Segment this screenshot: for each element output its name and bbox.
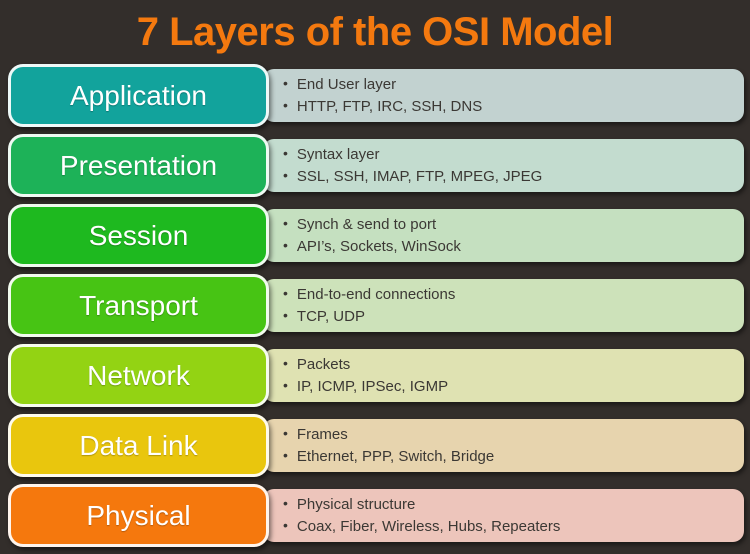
bullet-line: • Packets	[283, 355, 744, 374]
bullet-icon: •	[283, 425, 288, 441]
bullet-text: TCP, UDP	[296, 308, 365, 325]
page-title: 7 Layers of the OSI Model	[136, 9, 614, 54]
bullet-line: • End User layer	[283, 75, 744, 94]
layer-name: Session	[88, 219, 189, 251]
bullet-line: • TCP, UDP	[283, 307, 744, 326]
layer-detail-panel: • Syntax layer • SSL, SSH, IMAP, FTP, MP…	[263, 139, 744, 192]
bullet-text: Syntax layer	[296, 146, 380, 163]
bullet-line: • HTTP, FTP, IRC, SSH, DNS	[283, 97, 744, 116]
layer-detail-panel: • Packets • IP, ICMP, IPSec, IGMP	[263, 349, 744, 402]
bullet-line: • Synch & send to port	[283, 215, 744, 234]
bullet-text: Ethernet, PPP, Switch, Bridge	[296, 448, 495, 465]
bullet-text: End User layer	[296, 76, 397, 93]
layer-row-physical: Physical • Physical structure • Coax, Fi…	[0, 484, 750, 547]
layer-button-data-link: Data Link	[8, 414, 269, 477]
bullet-line: • Ethernet, PPP, Switch, Bridge	[283, 447, 744, 466]
layer-row-network: Network • Packets • IP, ICMP, IPSec, IGM…	[0, 344, 750, 407]
layer-detail-panel: • Physical structure • Coax, Fiber, Wire…	[263, 489, 744, 542]
layer-button-physical: Physical	[8, 484, 269, 547]
bullet-text: SSL, SSH, IMAP, FTP, MPEG, JPEG	[296, 168, 543, 185]
layer-row-application: Application • End User layer • HTTP, FTP…	[0, 64, 750, 127]
layer-detail-panel: • Frames • Ethernet, PPP, Switch, Bridge	[263, 419, 744, 472]
layer-detail-panel: • End-to-end connections • TCP, UDP	[263, 279, 744, 332]
bullet-icon: •	[283, 167, 288, 183]
layer-button-network: Network	[8, 344, 269, 407]
layer-row-data-link: Data Link • Frames • Ethernet, PPP, Swit…	[0, 414, 750, 477]
bullet-text: Coax, Fiber, Wireless, Hubs, Repeaters	[296, 518, 561, 535]
layer-name: Network	[87, 359, 190, 391]
bullet-icon: •	[283, 285, 288, 301]
layer-name: Data Link	[79, 429, 198, 461]
bullet-line: • Syntax layer	[283, 145, 744, 164]
layer-button-presentation: Presentation	[8, 134, 269, 197]
bullet-line: • End-to-end connections	[283, 285, 744, 304]
layer-rows: Application • End User layer • HTTP, FTP…	[0, 64, 750, 554]
bullet-line: • Frames	[283, 425, 744, 444]
bullet-icon: •	[283, 377, 288, 393]
bullet-icon: •	[283, 355, 288, 371]
bullet-icon: •	[283, 215, 288, 231]
bullet-line: • Coax, Fiber, Wireless, Hubs, Repeaters	[283, 517, 744, 536]
bullet-icon: •	[283, 517, 288, 533]
bullet-icon: •	[283, 307, 288, 323]
bullet-line: • API’s, Sockets, WinSock	[283, 237, 744, 256]
layer-name: Presentation	[59, 149, 218, 181]
bullet-icon: •	[283, 237, 288, 253]
bullet-text: Physical structure	[296, 496, 416, 513]
bullet-text: API’s, Sockets, WinSock	[296, 238, 461, 255]
bullet-icon: •	[283, 145, 288, 161]
layer-detail-panel: • End User layer • HTTP, FTP, IRC, SSH, …	[263, 69, 744, 122]
layer-row-session: Session • Synch & send to port • API’s, …	[0, 204, 750, 267]
layer-detail-panel: • Synch & send to port • API’s, Sockets,…	[263, 209, 744, 262]
bullet-text: Synch & send to port	[296, 216, 437, 233]
layer-name: Application	[70, 79, 207, 111]
bullet-icon: •	[283, 97, 288, 113]
layer-button-application: Application	[8, 64, 269, 127]
layer-button-transport: Transport	[8, 274, 269, 337]
layer-row-presentation: Presentation • Syntax layer • SSL, SSH, …	[0, 134, 750, 197]
layer-row-transport: Transport • End-to-end connections • TCP…	[0, 274, 750, 337]
bullet-text: End-to-end connections	[296, 286, 456, 303]
bullet-icon: •	[283, 75, 288, 91]
layer-name: Physical	[86, 499, 191, 531]
bullet-text: IP, ICMP, IPSec, IGMP	[296, 378, 449, 395]
bullet-line: • SSL, SSH, IMAP, FTP, MPEG, JPEG	[283, 167, 744, 186]
bullet-icon: •	[283, 495, 288, 511]
bullet-text: HTTP, FTP, IRC, SSH, DNS	[296, 98, 483, 115]
bullet-text: Packets	[296, 356, 351, 373]
bullet-text: Frames	[296, 426, 348, 443]
layer-button-session: Session	[8, 204, 269, 267]
layer-name: Transport	[79, 289, 198, 321]
bullet-icon: •	[283, 447, 288, 463]
bullet-line: • IP, ICMP, IPSec, IGMP	[283, 377, 744, 396]
bullet-line: • Physical structure	[283, 495, 744, 514]
